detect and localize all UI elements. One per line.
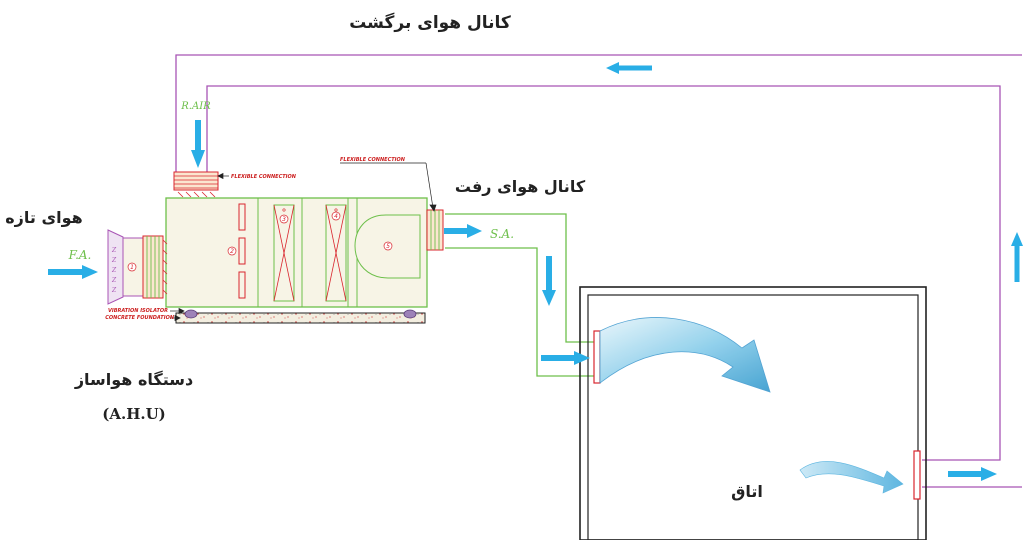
fresh-air-label: هوای تازه [5, 208, 83, 227]
supply-diffuser [593, 330, 601, 384]
room-label: اتاق [731, 482, 763, 501]
flexible-connection-right [426, 209, 444, 251]
flex-top-label: FLEXIBLE CONNECTION [231, 174, 297, 180]
ahu-abbr-label: (A.H.U) [102, 405, 166, 423]
concrete-foundation-label: CONCRETE FOUNDATION [105, 315, 175, 321]
svg-text:Z: Z [111, 287, 117, 294]
fresh-air-intake: Z Z Z Z Z [107, 229, 168, 305]
svg-text:Z: Z [111, 267, 117, 274]
supply-duct-label: کانال هوای رفت [455, 177, 586, 196]
flexible-connection-top [173, 171, 219, 198]
section-number: 2 [230, 248, 234, 255]
svg-text:Z: Z [111, 247, 117, 254]
return-duct-label: کانال هوای برگشت [349, 12, 511, 33]
room-airflow-arrow [599, 317, 771, 393]
section-number: 5 [386, 243, 390, 250]
arrow-left-icon [606, 62, 652, 74]
vibration-isolator-label: VIBRATION ISOLATOR [108, 308, 168, 314]
ahu-name-label: دستگاه هواساز [74, 370, 193, 389]
return-grille [913, 450, 921, 500]
section-number: 4 [334, 213, 338, 220]
cooling-coil-section [273, 204, 295, 302]
vibration-isolator [184, 309, 198, 319]
heating-coil-section [325, 204, 347, 302]
section-number: 1 [130, 264, 134, 271]
section-markers: 1 2 3 4 5 [127, 211, 393, 272]
svg-text:Z: Z [111, 277, 117, 284]
arrow-down-icon [191, 120, 205, 168]
air-handling-unit: Z Z Z Z Z 1 2 3 4 [107, 162, 444, 324]
arrow-right-icon [541, 351, 590, 365]
flex-right-label: FLEXIBLE CONNECTION [340, 157, 406, 163]
arrow-right-icon [948, 467, 997, 481]
concrete-foundation [175, 309, 426, 324]
arrow-right-icon [48, 265, 98, 279]
f-a-label: F.A. [68, 248, 92, 262]
svg-text:Z: Z [111, 257, 117, 264]
room [579, 286, 927, 540]
section-number: 3 [282, 216, 286, 223]
arrow-right-icon [444, 224, 482, 238]
arrow-down-icon [542, 256, 556, 306]
vibration-isolator [403, 309, 417, 319]
flow-arrows [48, 62, 1023, 481]
supply-air-duct [445, 213, 596, 377]
r-air-label: R.AIR [180, 101, 211, 112]
return-air-duct [175, 54, 1022, 488]
room-return-arrow [799, 461, 904, 494]
arrow-up-icon [1011, 232, 1023, 282]
s-a-label: S.A. [490, 227, 514, 241]
